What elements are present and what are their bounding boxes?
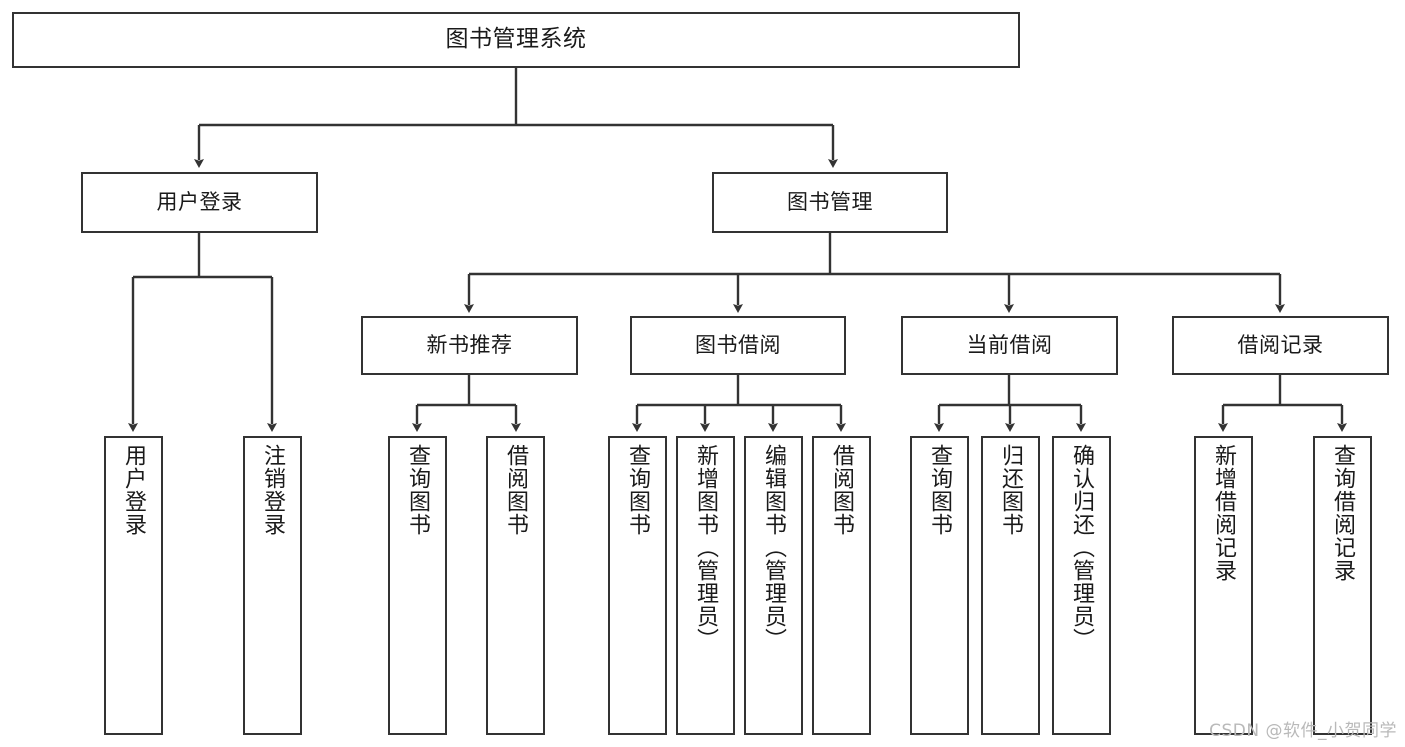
leaf-edit-book-label: 编辑图书（管理员） <box>761 444 787 651</box>
node-book-manage-label: 图书管理 <box>787 190 873 215</box>
leaf-borrow-book-2-label: 借阅图书 <box>829 444 855 536</box>
node-root[interactable]: 图书管理系统 <box>12 12 1020 68</box>
leaf-return-book[interactable]: 归还图书 <box>981 436 1040 735</box>
leaf-query-book-1-label: 查询图书 <box>405 444 431 536</box>
node-new-book-recommend-label: 新书推荐 <box>426 333 513 358</box>
leaf-query-book-2[interactable]: 查询图书 <box>608 436 667 735</box>
node-borrow-record-label: 借阅记录 <box>1237 333 1324 358</box>
leaf-add-record-label: 新增借阅记录 <box>1211 444 1237 582</box>
leaf-borrow-book-1[interactable]: 借阅图书 <box>486 436 545 735</box>
node-borrow-record[interactable]: 借阅记录 <box>1172 316 1389 375</box>
node-current-borrow-label: 当前借阅 <box>966 333 1053 358</box>
leaf-user-login-label: 用户登录 <box>121 444 147 536</box>
leaf-add-book[interactable]: 新增图书（管理员） <box>676 436 735 735</box>
leaf-logout-label: 注销登录 <box>260 444 286 536</box>
node-book-borrow[interactable]: 图书借阅 <box>630 316 846 375</box>
leaf-add-record[interactable]: 新增借阅记录 <box>1194 436 1253 735</box>
leaf-query-book-3-label: 查询图书 <box>927 444 953 536</box>
leaf-query-book-2-label: 查询图书 <box>625 444 651 536</box>
node-root-label: 图书管理系统 <box>445 26 587 53</box>
node-new-book-recommend[interactable]: 新书推荐 <box>361 316 578 375</box>
node-user-login[interactable]: 用户登录 <box>81 172 318 233</box>
leaf-borrow-book-1-label: 借阅图书 <box>503 444 529 536</box>
leaf-query-record-label: 查询借阅记录 <box>1330 444 1356 582</box>
node-book-manage[interactable]: 图书管理 <box>712 172 948 233</box>
leaf-confirm-return-label: 确认归还（管理员） <box>1069 444 1095 651</box>
leaf-logout[interactable]: 注销登录 <box>243 436 302 735</box>
leaf-user-login[interactable]: 用户登录 <box>104 436 163 735</box>
node-book-borrow-label: 图书借阅 <box>695 333 781 358</box>
node-user-login-label: 用户登录 <box>156 190 243 215</box>
leaf-return-book-label: 归还图书 <box>998 444 1024 536</box>
leaf-confirm-return[interactable]: 确认归还（管理员） <box>1052 436 1111 735</box>
node-current-borrow[interactable]: 当前借阅 <box>901 316 1118 375</box>
leaf-query-book-1[interactable]: 查询图书 <box>388 436 447 735</box>
leaf-query-book-3[interactable]: 查询图书 <box>910 436 969 735</box>
leaf-query-record[interactable]: 查询借阅记录 <box>1313 436 1372 735</box>
leaf-add-book-label: 新增图书（管理员） <box>693 444 719 651</box>
watermark: CSDN @软件_小贺同学 <box>1209 721 1397 741</box>
leaf-edit-book[interactable]: 编辑图书（管理员） <box>744 436 803 735</box>
leaf-borrow-book-2[interactable]: 借阅图书 <box>812 436 871 735</box>
